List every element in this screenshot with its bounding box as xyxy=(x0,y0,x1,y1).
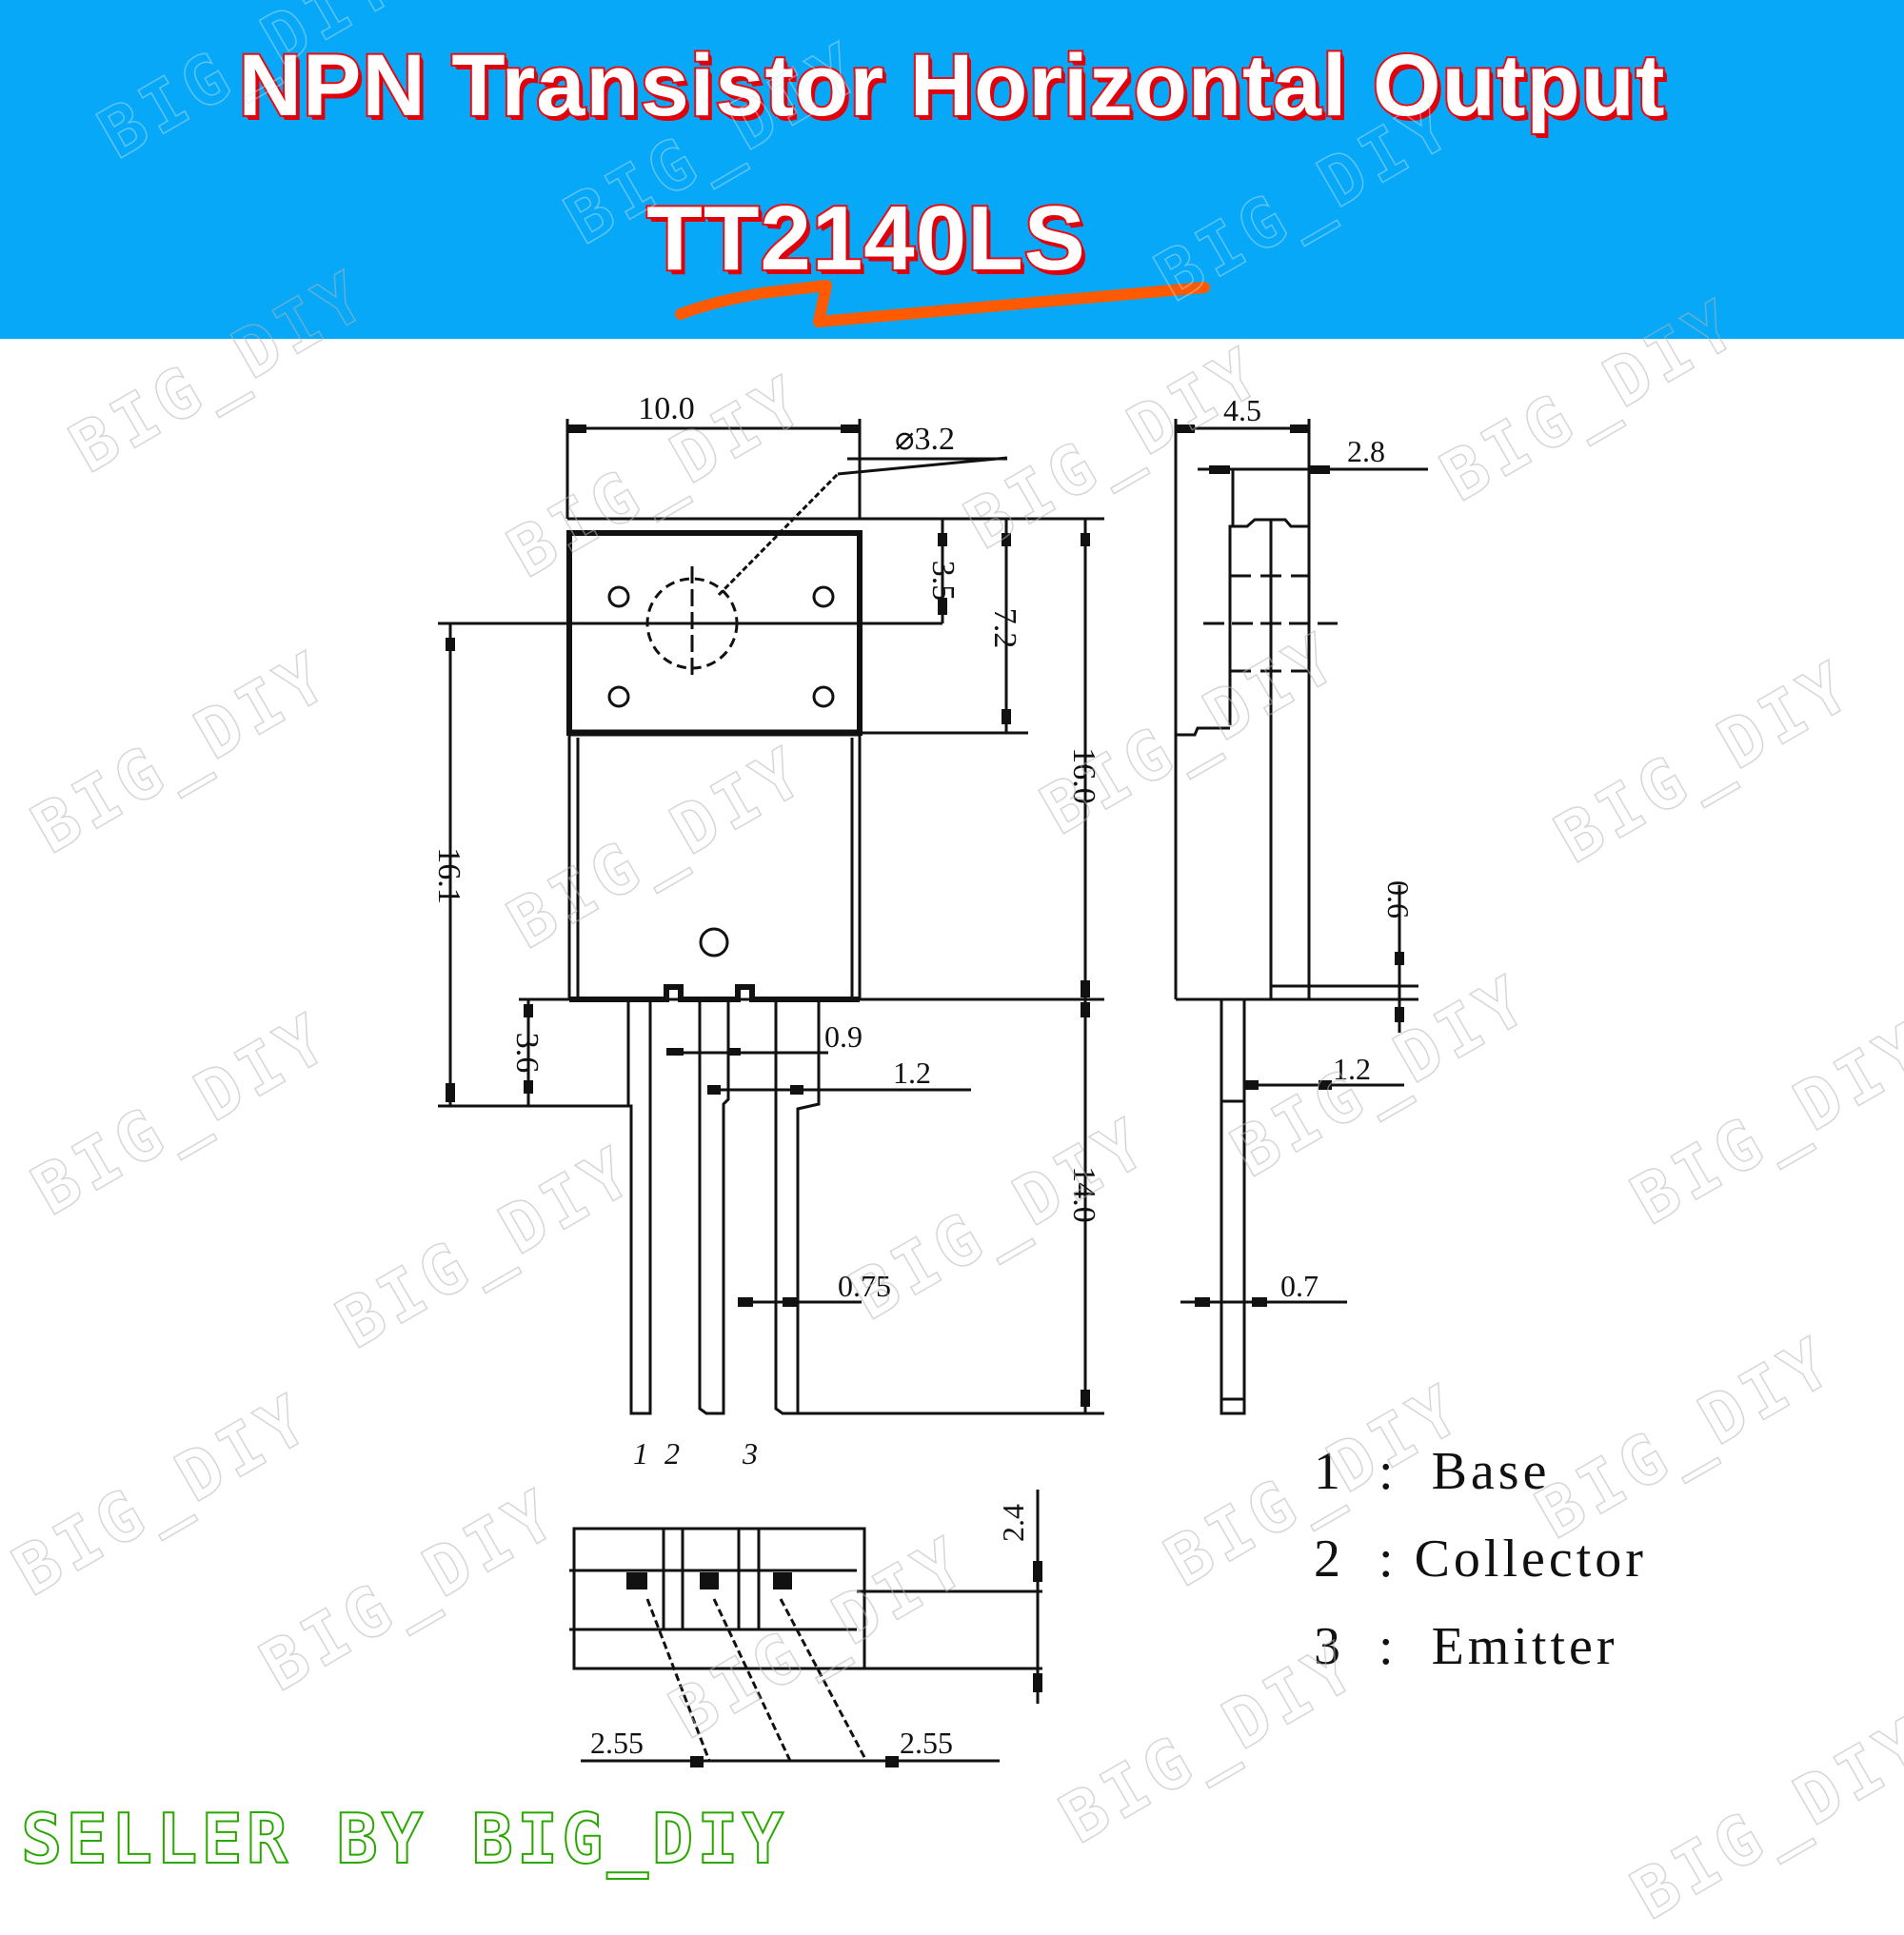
dim-side-thickness: 4.5 xyxy=(1223,393,1261,427)
pin-name: Emitter xyxy=(1431,1617,1618,1676)
pin-name: Base xyxy=(1431,1442,1551,1501)
dim-lead-length: 14.0 xyxy=(1066,1166,1101,1223)
pin-number-1: 1 xyxy=(633,1436,648,1471)
pinout-legend: 1 : Base 2 : Collector 3 : Emitter xyxy=(1314,1428,1647,1690)
pin-num: 2 xyxy=(1314,1530,1344,1589)
part-number: TT2140LS xyxy=(645,186,1087,291)
pinout-row-emitter: 3 : Emitter xyxy=(1314,1603,1647,1690)
dim-lead-offset: 0.6 xyxy=(1381,880,1416,918)
dim-body-height: 16.0 xyxy=(1066,747,1101,804)
pin-sep: : xyxy=(1378,1530,1398,1589)
underline-squiggle xyxy=(675,280,1210,327)
pin-num: 1 xyxy=(1314,1442,1344,1501)
pinout-row-base: 1 : Base xyxy=(1314,1428,1647,1515)
dim-tab-thickness: 2.8 xyxy=(1347,434,1385,468)
pin-num: 3 xyxy=(1314,1617,1344,1676)
dim-lead-pitch: 0.9 xyxy=(824,1019,863,1054)
dim-pitch-right: 2.55 xyxy=(900,1726,953,1760)
dim-lead-thin: 0.75 xyxy=(838,1269,891,1303)
dim-side-lead-width: 1.2 xyxy=(1333,1052,1371,1086)
pin-sep: : xyxy=(1378,1442,1398,1501)
dim-pitch-left: 2.55 xyxy=(590,1726,644,1760)
pin-number-2: 2 xyxy=(664,1436,680,1471)
dim-lead-shoulder: 3.6 xyxy=(509,1033,545,1074)
seller-label: SELLER BY BIG_DIY xyxy=(20,1798,787,1880)
dim-overall-left: 16.1 xyxy=(431,847,466,904)
dim-tab-height: 7.2 xyxy=(987,608,1022,649)
dim-bottom-height: 2.4 xyxy=(996,1504,1030,1542)
dim-hole-offset: 3.5 xyxy=(925,561,961,602)
product-title: NPN Transistor Horizontal Output xyxy=(237,35,1667,136)
dim-lead-width: 1.2 xyxy=(893,1056,931,1090)
header-banner xyxy=(0,0,1904,339)
dim-lead-thickness: 0.7 xyxy=(1280,1269,1319,1303)
pin-sep: : xyxy=(1378,1617,1398,1676)
dim-width: 10.0 xyxy=(638,391,695,426)
pin-name: Collector xyxy=(1414,1530,1647,1589)
pin-number-3: 3 xyxy=(742,1436,758,1471)
pinout-row-collector: 2 : Collector xyxy=(1314,1515,1647,1603)
dim-hole: ⌀3.2 xyxy=(895,422,955,457)
